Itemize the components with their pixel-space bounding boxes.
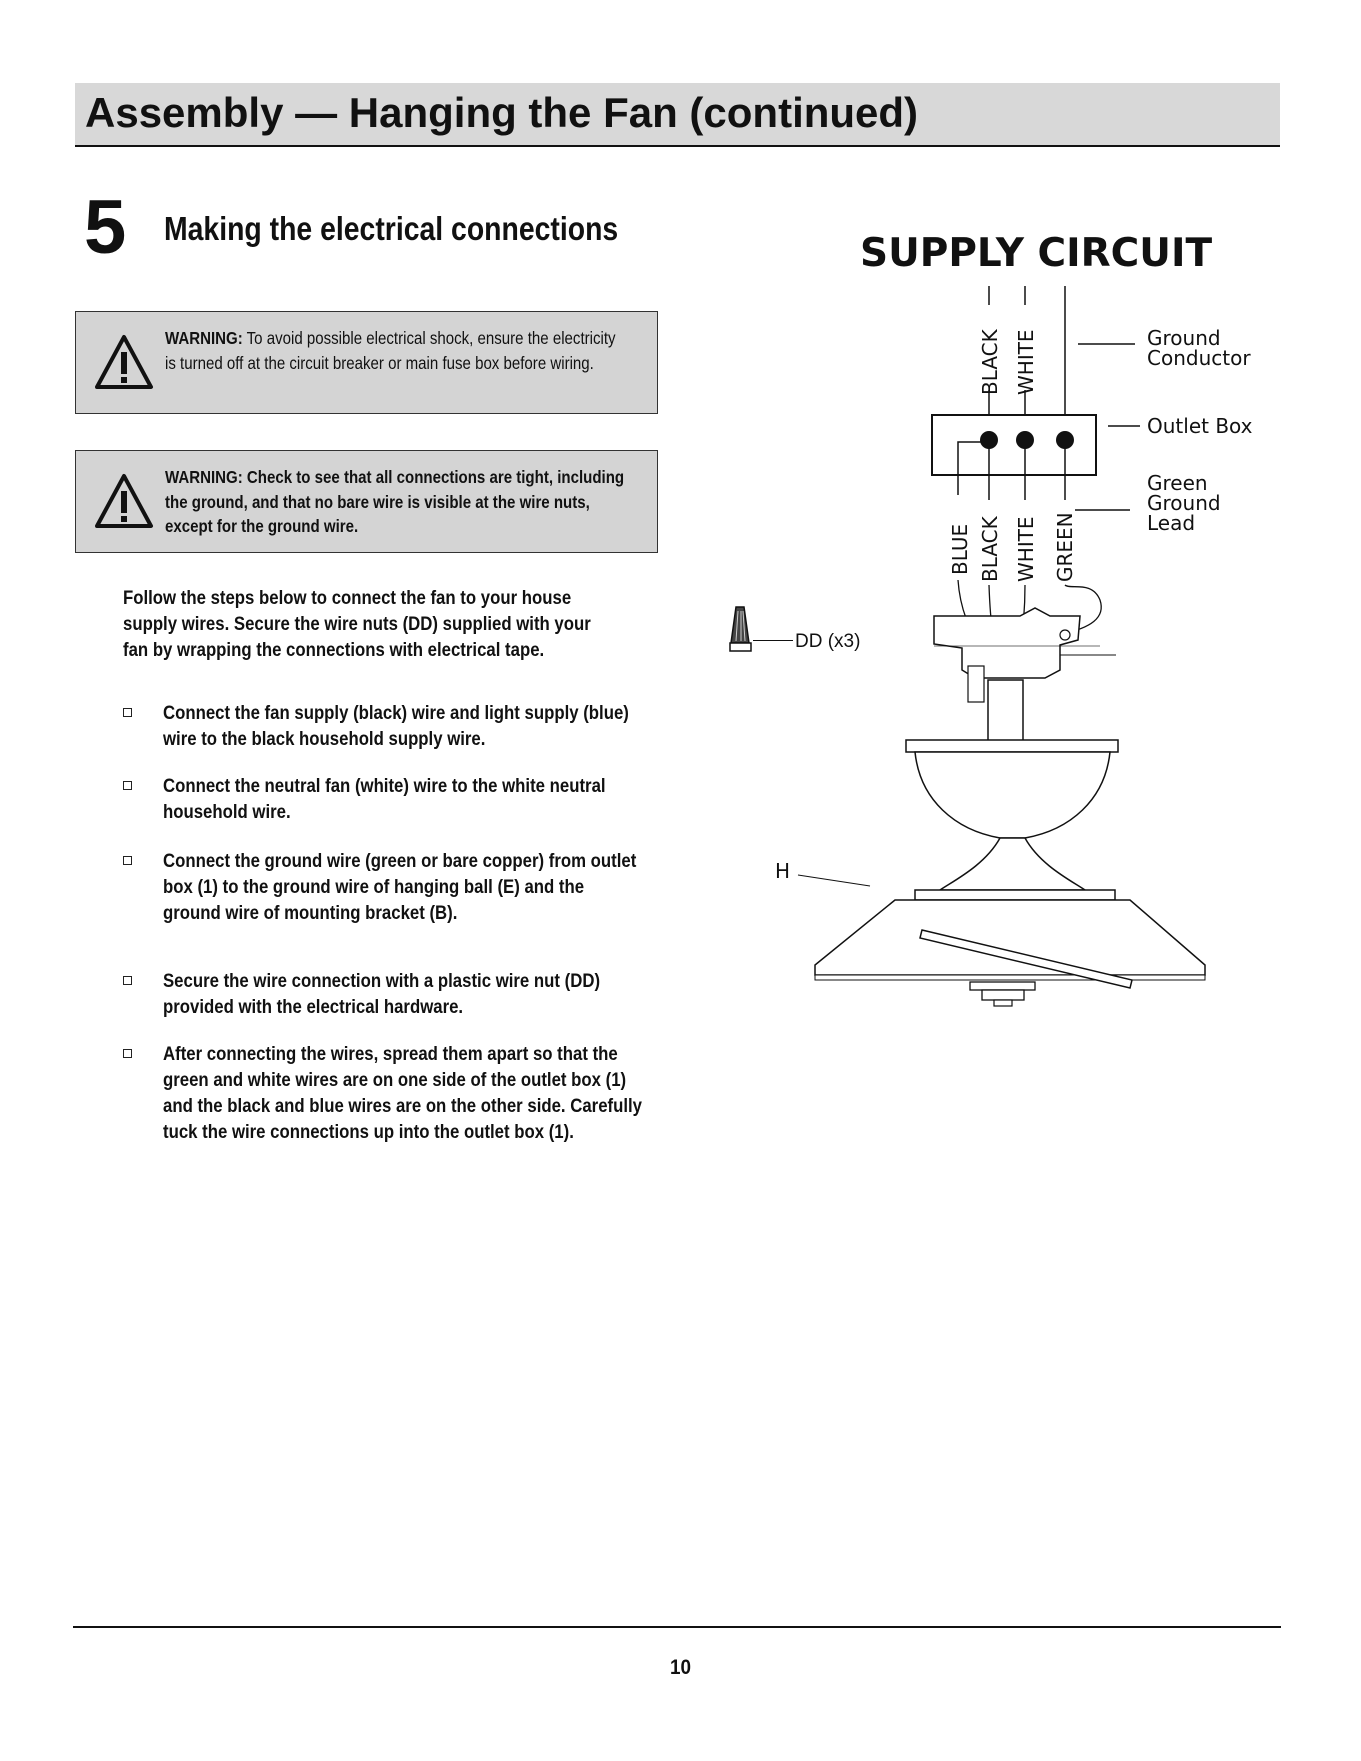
checkbox-icon — [123, 976, 132, 985]
warning-triangle-icon — [95, 474, 153, 528]
page-number: 10 — [669, 1656, 692, 1679]
warning-triangle-icon — [95, 335, 153, 389]
step-title: Making the electrical connections — [164, 210, 619, 247]
diagram-title: SUPPLY CIRCUIT — [860, 231, 1212, 276]
light-shade — [814, 899, 1206, 976]
step-text: Connect the neutral fan (white) wire to … — [163, 775, 606, 823]
supply-wire-label: BLACK — [978, 328, 1002, 395]
warning-box-power: WARNING: To avoid possible electrical sh… — [75, 311, 658, 414]
page-title: Assembly — Hanging the Fan (continued) — [85, 89, 919, 136]
warning-text: WARNING: To avoid possible electrical sh… — [165, 326, 629, 375]
green-ground-lead-label: Ground — [1147, 491, 1221, 515]
step-number: 5 — [84, 185, 127, 270]
fan-wire-label: BLACK — [978, 515, 1002, 582]
green-ground-lead-label: Lead — [1147, 511, 1195, 535]
wire-nut-icon — [729, 606, 752, 652]
outlet-box-label: Outlet Box — [1147, 414, 1253, 438]
warning-body: To avoid possible electrical shock, ensu… — [165, 328, 616, 373]
canopy-label: H — [775, 859, 790, 883]
supply-wire-label: WHITE — [1014, 329, 1038, 395]
wire-nut-label: DD (x3) — [795, 631, 861, 652]
fan-wire-label: GREEN — [1053, 512, 1077, 582]
warning-text: WARNING: Check to see that all connectio… — [165, 465, 629, 539]
warning-label: WARNING: — [165, 328, 243, 348]
checkbox-icon — [123, 781, 132, 790]
mounting-bracket — [933, 607, 1081, 679]
warning-body: Check to see that all connections are ti… — [165, 467, 625, 536]
intro-paragraph: Follow the steps below to connect the fa… — [123, 587, 591, 661]
step-text: Connect the fan supply (black) wire and … — [163, 702, 629, 750]
step-text: Secure the wire connection with a plasti… — [163, 970, 601, 1018]
step-text: After connecting the wires, spread them … — [163, 1043, 643, 1143]
step-text: Connect the ground wire (green or bare c… — [163, 850, 637, 924]
warning-box-connections: WARNING: Check to see that all connectio… — [75, 450, 658, 553]
section-header: Assembly — Hanging the Fan (continued) — [75, 83, 1280, 147]
green-ground-lead-label: Green — [1147, 471, 1208, 495]
checkbox-icon — [123, 1049, 132, 1058]
fan-wire-label: BLUE — [948, 524, 972, 575]
checkbox-icon — [123, 856, 132, 865]
footer-rule — [73, 1626, 1281, 1628]
ground-conductor-label: Ground — [1147, 326, 1221, 350]
wiring-diagram: SUPPLY CIRCUIT BLACK WHITE Ground Conduc… — [775, 231, 1253, 1007]
wire-nut-leader — [753, 640, 793, 641]
checkbox-icon — [123, 708, 132, 717]
fan-wire-label: WHITE — [1014, 516, 1038, 582]
ground-conductor-label: Conductor — [1147, 346, 1251, 370]
warning-label: WARNING: — [165, 467, 243, 487]
canopy — [914, 751, 1111, 839]
